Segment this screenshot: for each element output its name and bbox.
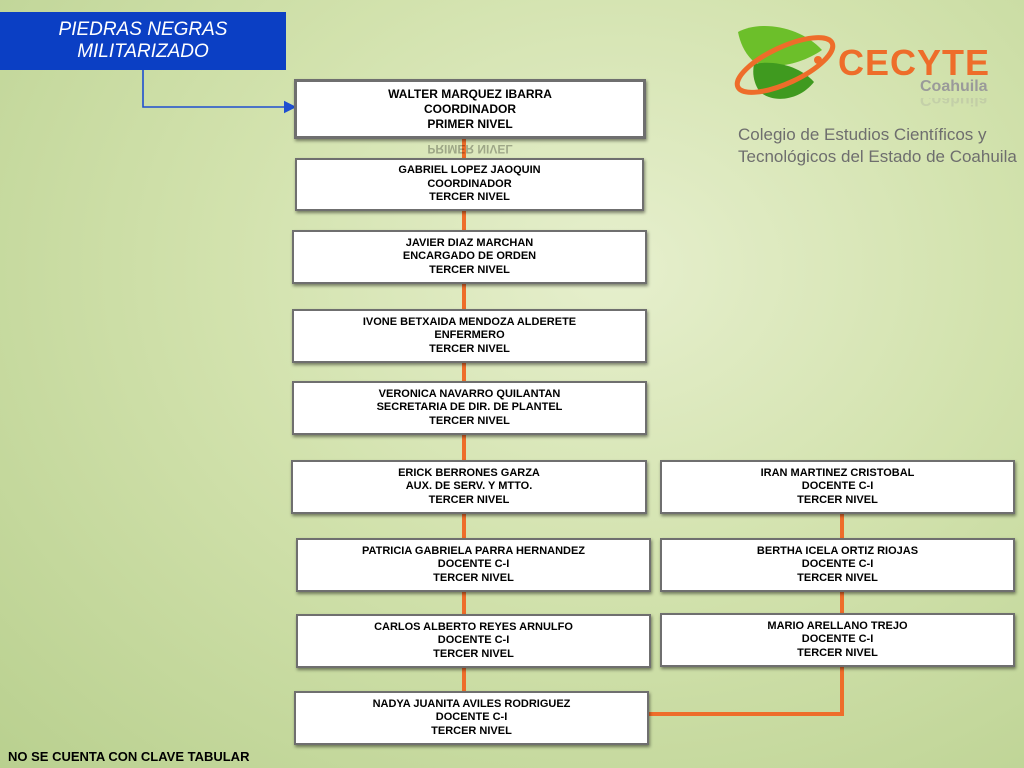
- person-role: COORDINADOR: [427, 177, 512, 190]
- person-level: PRIMER NIVEL: [427, 116, 513, 131]
- person-level: TERCER NIVEL: [797, 646, 878, 659]
- person-role: COORDINADOR: [424, 101, 516, 116]
- org-box-erick-berrones: ERICK BERRONES GARZA AUX. DE SERV. Y MTT…: [291, 460, 647, 514]
- person-name: BERTHA ICELA ORTIZ RIOJAS: [756, 544, 919, 557]
- person-role: ENFERMERO: [434, 329, 505, 342]
- title-box: PIEDRAS NEGRAS MILITARIZADO: [0, 12, 286, 70]
- org-box-carlos-reyes: CARLOS ALBERTO REYES ARNULFO DOCENTE C-I…: [296, 614, 651, 668]
- org-box-iran-martinez: IRAN MARTINEZ CRISTOBAL DOCENTE C-I TERC…: [660, 460, 1015, 514]
- person-name: JAVIER DIAZ MARCHAN: [405, 236, 534, 249]
- person-level: TERCER NIVEL: [797, 493, 878, 506]
- person-role: DOCENTE C-I: [435, 711, 508, 724]
- college-line-1: Colegio de Estudios Científicos y: [738, 125, 987, 144]
- person-level: TERCER NIVEL: [431, 724, 512, 737]
- person-role: DOCENTE C-I: [437, 558, 510, 571]
- person-name: ERICK BERRONES GARZA: [398, 466, 540, 479]
- college-line-2: Tecnológicos del Estado de Coahuila: [738, 147, 1017, 166]
- org-box-nadya-aviles: NADYA JUANITA AVILES RODRIGUEZ DOCENTE C…: [294, 691, 649, 745]
- org-box-patricia-parra: PATRICIA GABRIELA PARRA HERNANDEZ DOCENT…: [296, 538, 651, 592]
- org-box-gabriel-lopez: GABRIEL LOPEZ JAOQUIN COORDINADOR TERCER…: [295, 158, 644, 211]
- person-role: DOCENTE C-I: [801, 480, 874, 493]
- person-role: ENCARGADO DE ORDEN: [402, 250, 537, 263]
- person-name: NADYA JUANITA AVILES RODRIGUEZ: [372, 697, 571, 710]
- person-role: SECRETARIA DE DIR. DE PLANTEL: [376, 401, 563, 414]
- person-name: PATRICIA GABRIELA PARRA HERNANDEZ: [361, 544, 586, 557]
- logo-state: Coahuila: [920, 78, 988, 95]
- person-name: VERONICA NAVARRO QUILANTAN: [378, 387, 561, 400]
- person-role: DOCENTE C-I: [801, 558, 874, 571]
- person-role: DOCENTE C-I: [437, 634, 510, 647]
- org-box-ivone-mendoza: IVONE BETXAIDA MENDOZA ALDERETE ENFERMER…: [292, 309, 647, 363]
- person-level: TERCER NIVEL: [429, 191, 510, 204]
- college-name: Colegio de Estudios Científicos y Tecnol…: [738, 124, 1017, 168]
- person-name: IRAN MARTINEZ CRISTOBAL: [760, 466, 915, 479]
- top-box-reflection: PRIMER NIVEL: [427, 142, 513, 156]
- org-box-bertha-ortiz: BERTHA ICELA ORTIZ RIOJAS DOCENTE C-I TE…: [660, 538, 1015, 592]
- person-name: MARIO ARELLANO TREJO: [767, 619, 908, 632]
- person-role: AUX. DE SERV. Y MTTO.: [405, 480, 533, 493]
- person-level: TERCER NIVEL: [797, 571, 878, 584]
- person-level: TERCER NIVEL: [429, 263, 510, 276]
- person-level: TERCER NIVEL: [433, 647, 514, 660]
- org-box-walter-marquez: WALTER MARQUEZ IBARRA COORDINADOR PRIMER…: [294, 79, 646, 139]
- person-name: WALTER MARQUEZ IBARRA: [388, 86, 552, 101]
- title-arrow: [142, 70, 297, 114]
- logo-wordmark: CECYTE: [838, 42, 991, 83]
- title-line-2: MILITARIZADO: [77, 41, 209, 62]
- person-level: TERCER NIVEL: [429, 414, 510, 427]
- person-name: IVONE BETXAIDA MENDOZA ALDERETE: [362, 315, 577, 328]
- org-box-javier-diaz: JAVIER DIAZ MARCHAN ENCARGADO DE ORDEN T…: [292, 230, 647, 284]
- person-level: TERCER NIVEL: [428, 493, 510, 506]
- person-name: CARLOS ALBERTO REYES ARNULFO: [374, 620, 573, 633]
- footer-note: NO SE CUENTA CON CLAVE TABULAR: [8, 749, 250, 764]
- cecyte-logo-icon: [734, 26, 836, 99]
- logo-state-reflection: Coahuila: [920, 98, 988, 108]
- title-line-1: PIEDRAS NEGRAS: [58, 19, 228, 40]
- person-level: TERCER NIVEL: [429, 342, 510, 355]
- person-level: TERCER NIVEL: [433, 571, 514, 584]
- org-box-mario-arellano: MARIO ARELLANO TREJO DOCENTE C-I TERCER …: [660, 613, 1015, 667]
- org-box-veronica-navarro: VERONICA NAVARRO QUILANTAN SECRETARIA DE…: [292, 381, 647, 435]
- person-name: GABRIEL LOPEZ JAOQUIN: [398, 164, 541, 177]
- person-role: DOCENTE C-I: [801, 633, 874, 646]
